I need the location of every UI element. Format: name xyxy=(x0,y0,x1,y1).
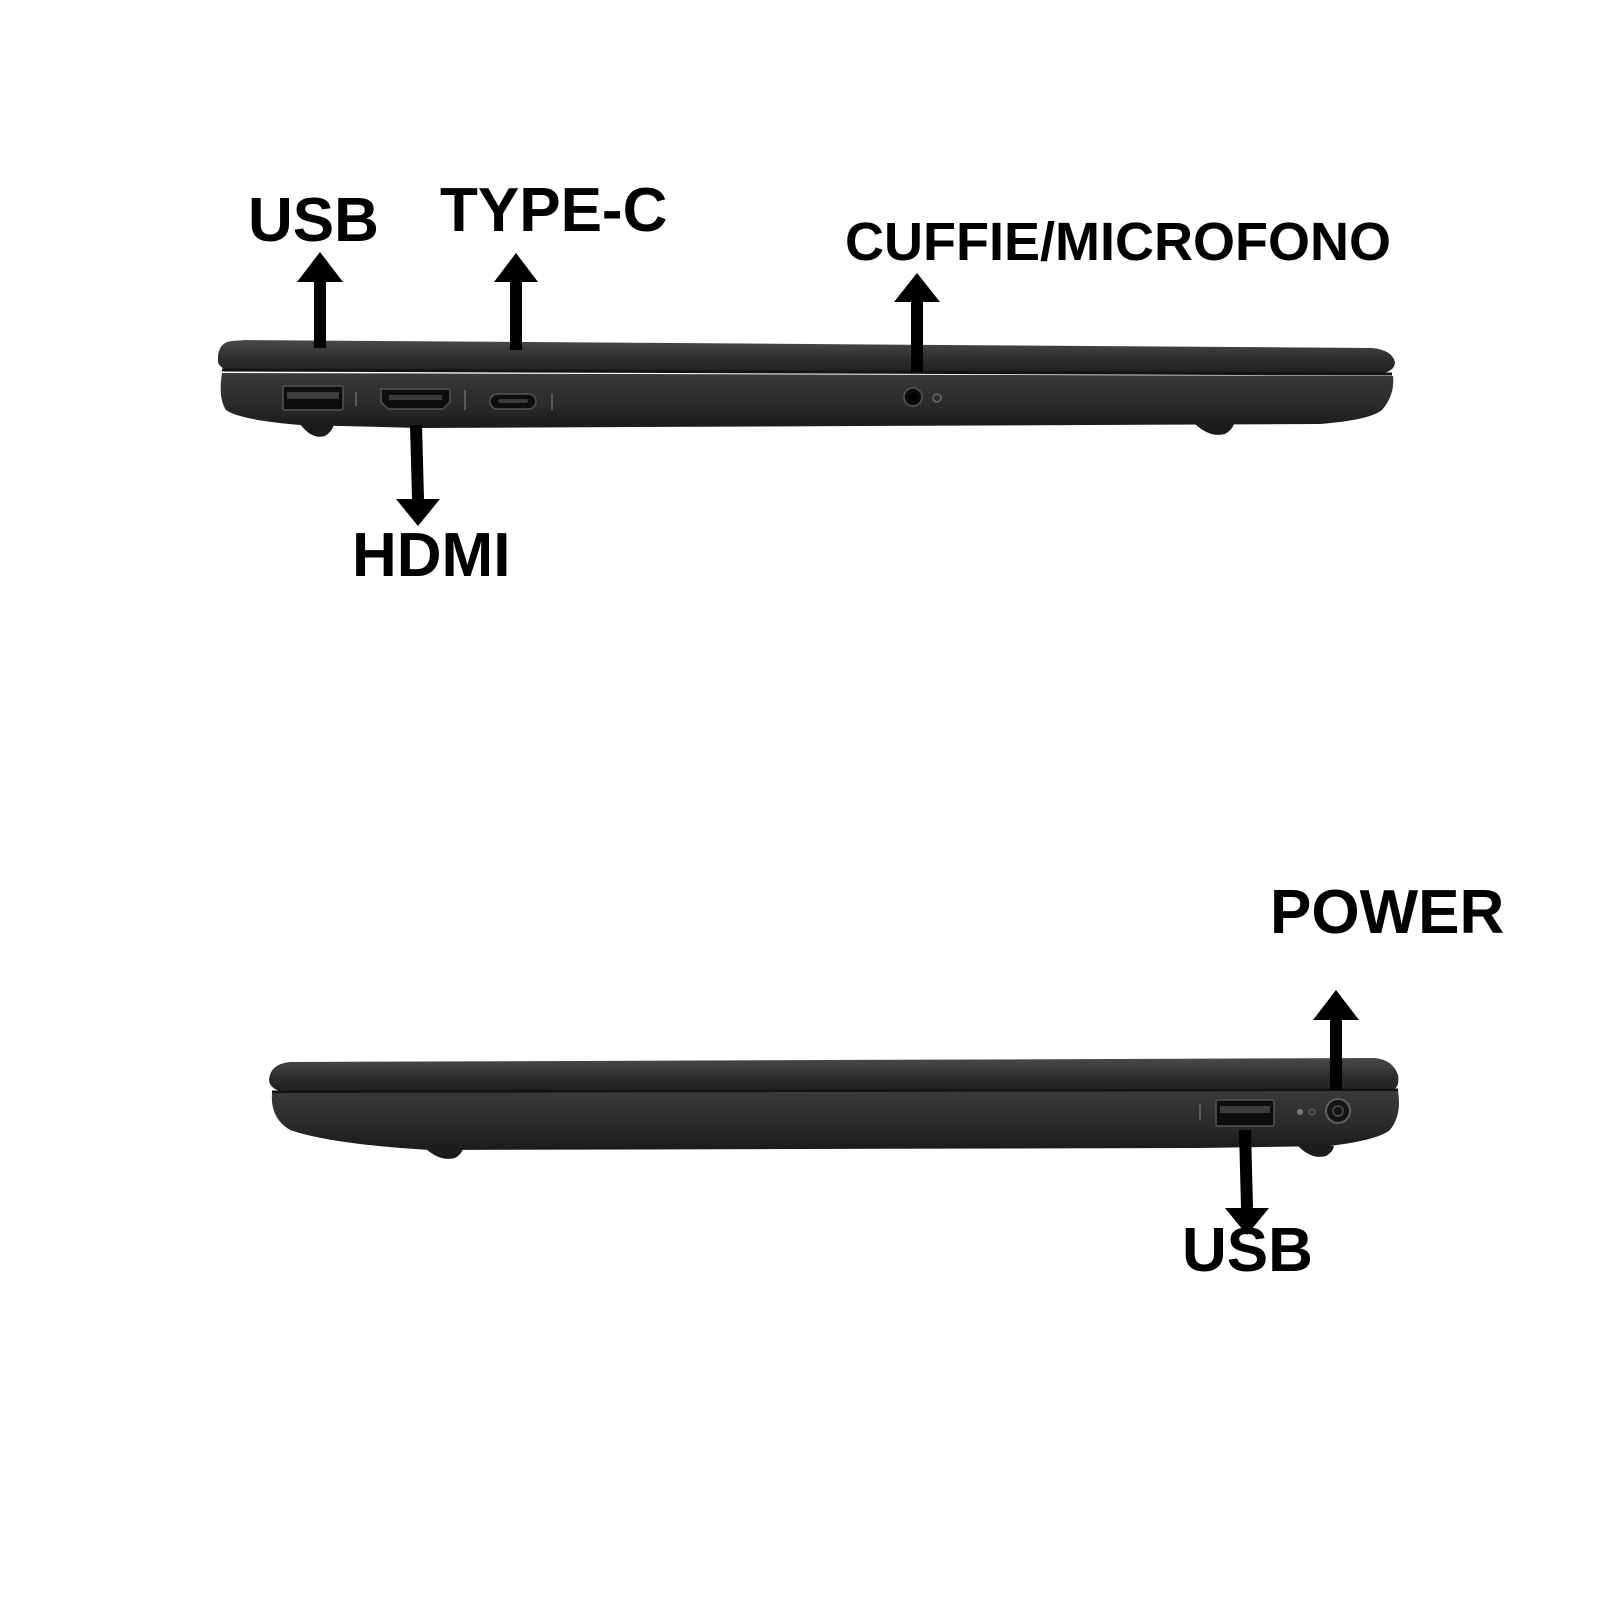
usb-a-port-icon xyxy=(282,385,357,411)
laptop-foot-right-rear xyxy=(1298,1146,1334,1157)
laptop-base-right-view xyxy=(271,1091,1400,1150)
label-usb-left-view: USB xyxy=(248,186,379,255)
arrow-up-icon xyxy=(297,252,343,348)
arrow-down-icon xyxy=(1225,1129,1269,1235)
label-headphone-mic: CUFFIE/MICROFONO xyxy=(845,212,1391,272)
hdmi-port-icon xyxy=(380,388,466,410)
label-type-c: TYPE-C xyxy=(440,176,668,245)
laptop-left-side-view xyxy=(218,340,1395,437)
laptop-foot-right-front xyxy=(425,1148,463,1159)
laptop-foot-left-rear xyxy=(1195,424,1234,435)
laptop-right-side-view xyxy=(269,1058,1400,1159)
laptop-hinge-seam-right-view xyxy=(271,1088,1399,1094)
label-hdmi: HDMI xyxy=(352,521,511,590)
laptop-lid-left-view xyxy=(218,340,1395,374)
laptop-lid-right-view xyxy=(269,1058,1399,1092)
usb-c-port-icon xyxy=(489,393,553,410)
arrow-up-icon xyxy=(894,273,940,372)
power-button-icon xyxy=(1297,1098,1351,1124)
label-usb-right-view: USB xyxy=(1182,1216,1313,1285)
arrow-down-icon xyxy=(396,424,440,526)
label-power: POWER xyxy=(1270,878,1505,947)
laptop-foot-left-front xyxy=(300,424,334,437)
arrow-up-icon xyxy=(1313,990,1359,1090)
arrow-up-icon xyxy=(494,253,538,350)
laptop-hinge-seam-left-view xyxy=(221,368,1393,376)
usb-a-port-icon xyxy=(1199,1099,1275,1127)
audio-jack-icon xyxy=(903,387,942,407)
laptop-base-left-view xyxy=(220,373,1394,428)
